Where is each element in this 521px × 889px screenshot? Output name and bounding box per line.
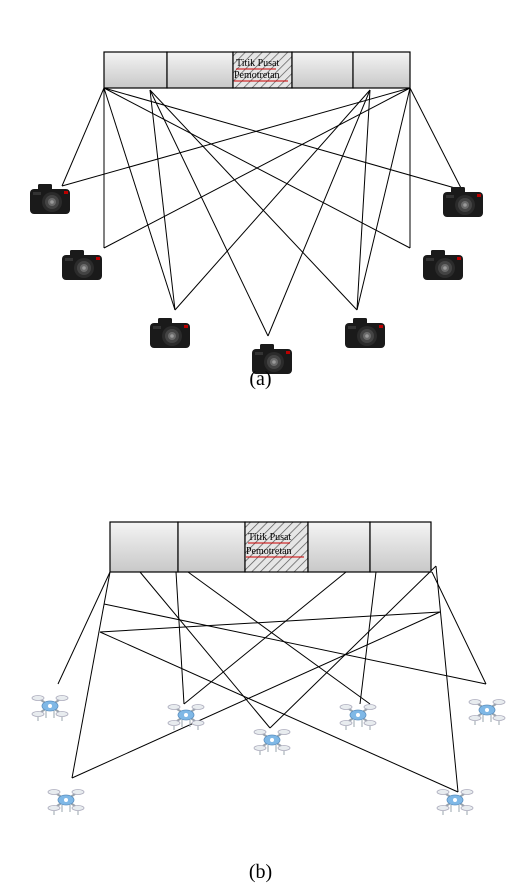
- panel-b-center-label-line1: Titik Pusat: [248, 532, 291, 543]
- panel-b-center-segment: [244, 521, 309, 573]
- drone-icon: [47, 788, 85, 816]
- drone-icon: [468, 698, 506, 726]
- panel-a-sight-lines: [61, 87, 463, 337]
- panel-b-diagram: Titik Pusat Pemotretan: [31, 521, 506, 816]
- drone-icon: [339, 703, 377, 731]
- camera-icon: [62, 250, 102, 280]
- caption-b: (b): [248, 861, 273, 883]
- drone-icon: [31, 694, 69, 722]
- camera-icon: [30, 184, 70, 214]
- panel-a-center-label-line2: Pemotretan: [234, 70, 280, 81]
- camera-icon: [443, 187, 483, 217]
- drone-icon: [436, 788, 474, 816]
- panel-a-center-segment: [232, 51, 293, 89]
- panel-b-target-bar: Titik Pusat Pemotretan: [109, 521, 432, 573]
- drone-icon: [253, 728, 291, 756]
- panel-a-diagram: Titik Pusat Pemotretan: [30, 51, 483, 374]
- panel-b-center-label-line2: Pemotretan: [246, 546, 292, 557]
- panel-a-target-bar: Titik Pusat Pemotretan: [103, 51, 411, 89]
- camera-icon: [423, 250, 463, 280]
- panel-b-sight-lines: [57, 565, 487, 793]
- camera-icon: [345, 318, 385, 348]
- caption-a: (a): [249, 368, 272, 390]
- panel-a-center-label-line1: Titik Pusat: [236, 58, 279, 69]
- camera-icon: [150, 318, 190, 348]
